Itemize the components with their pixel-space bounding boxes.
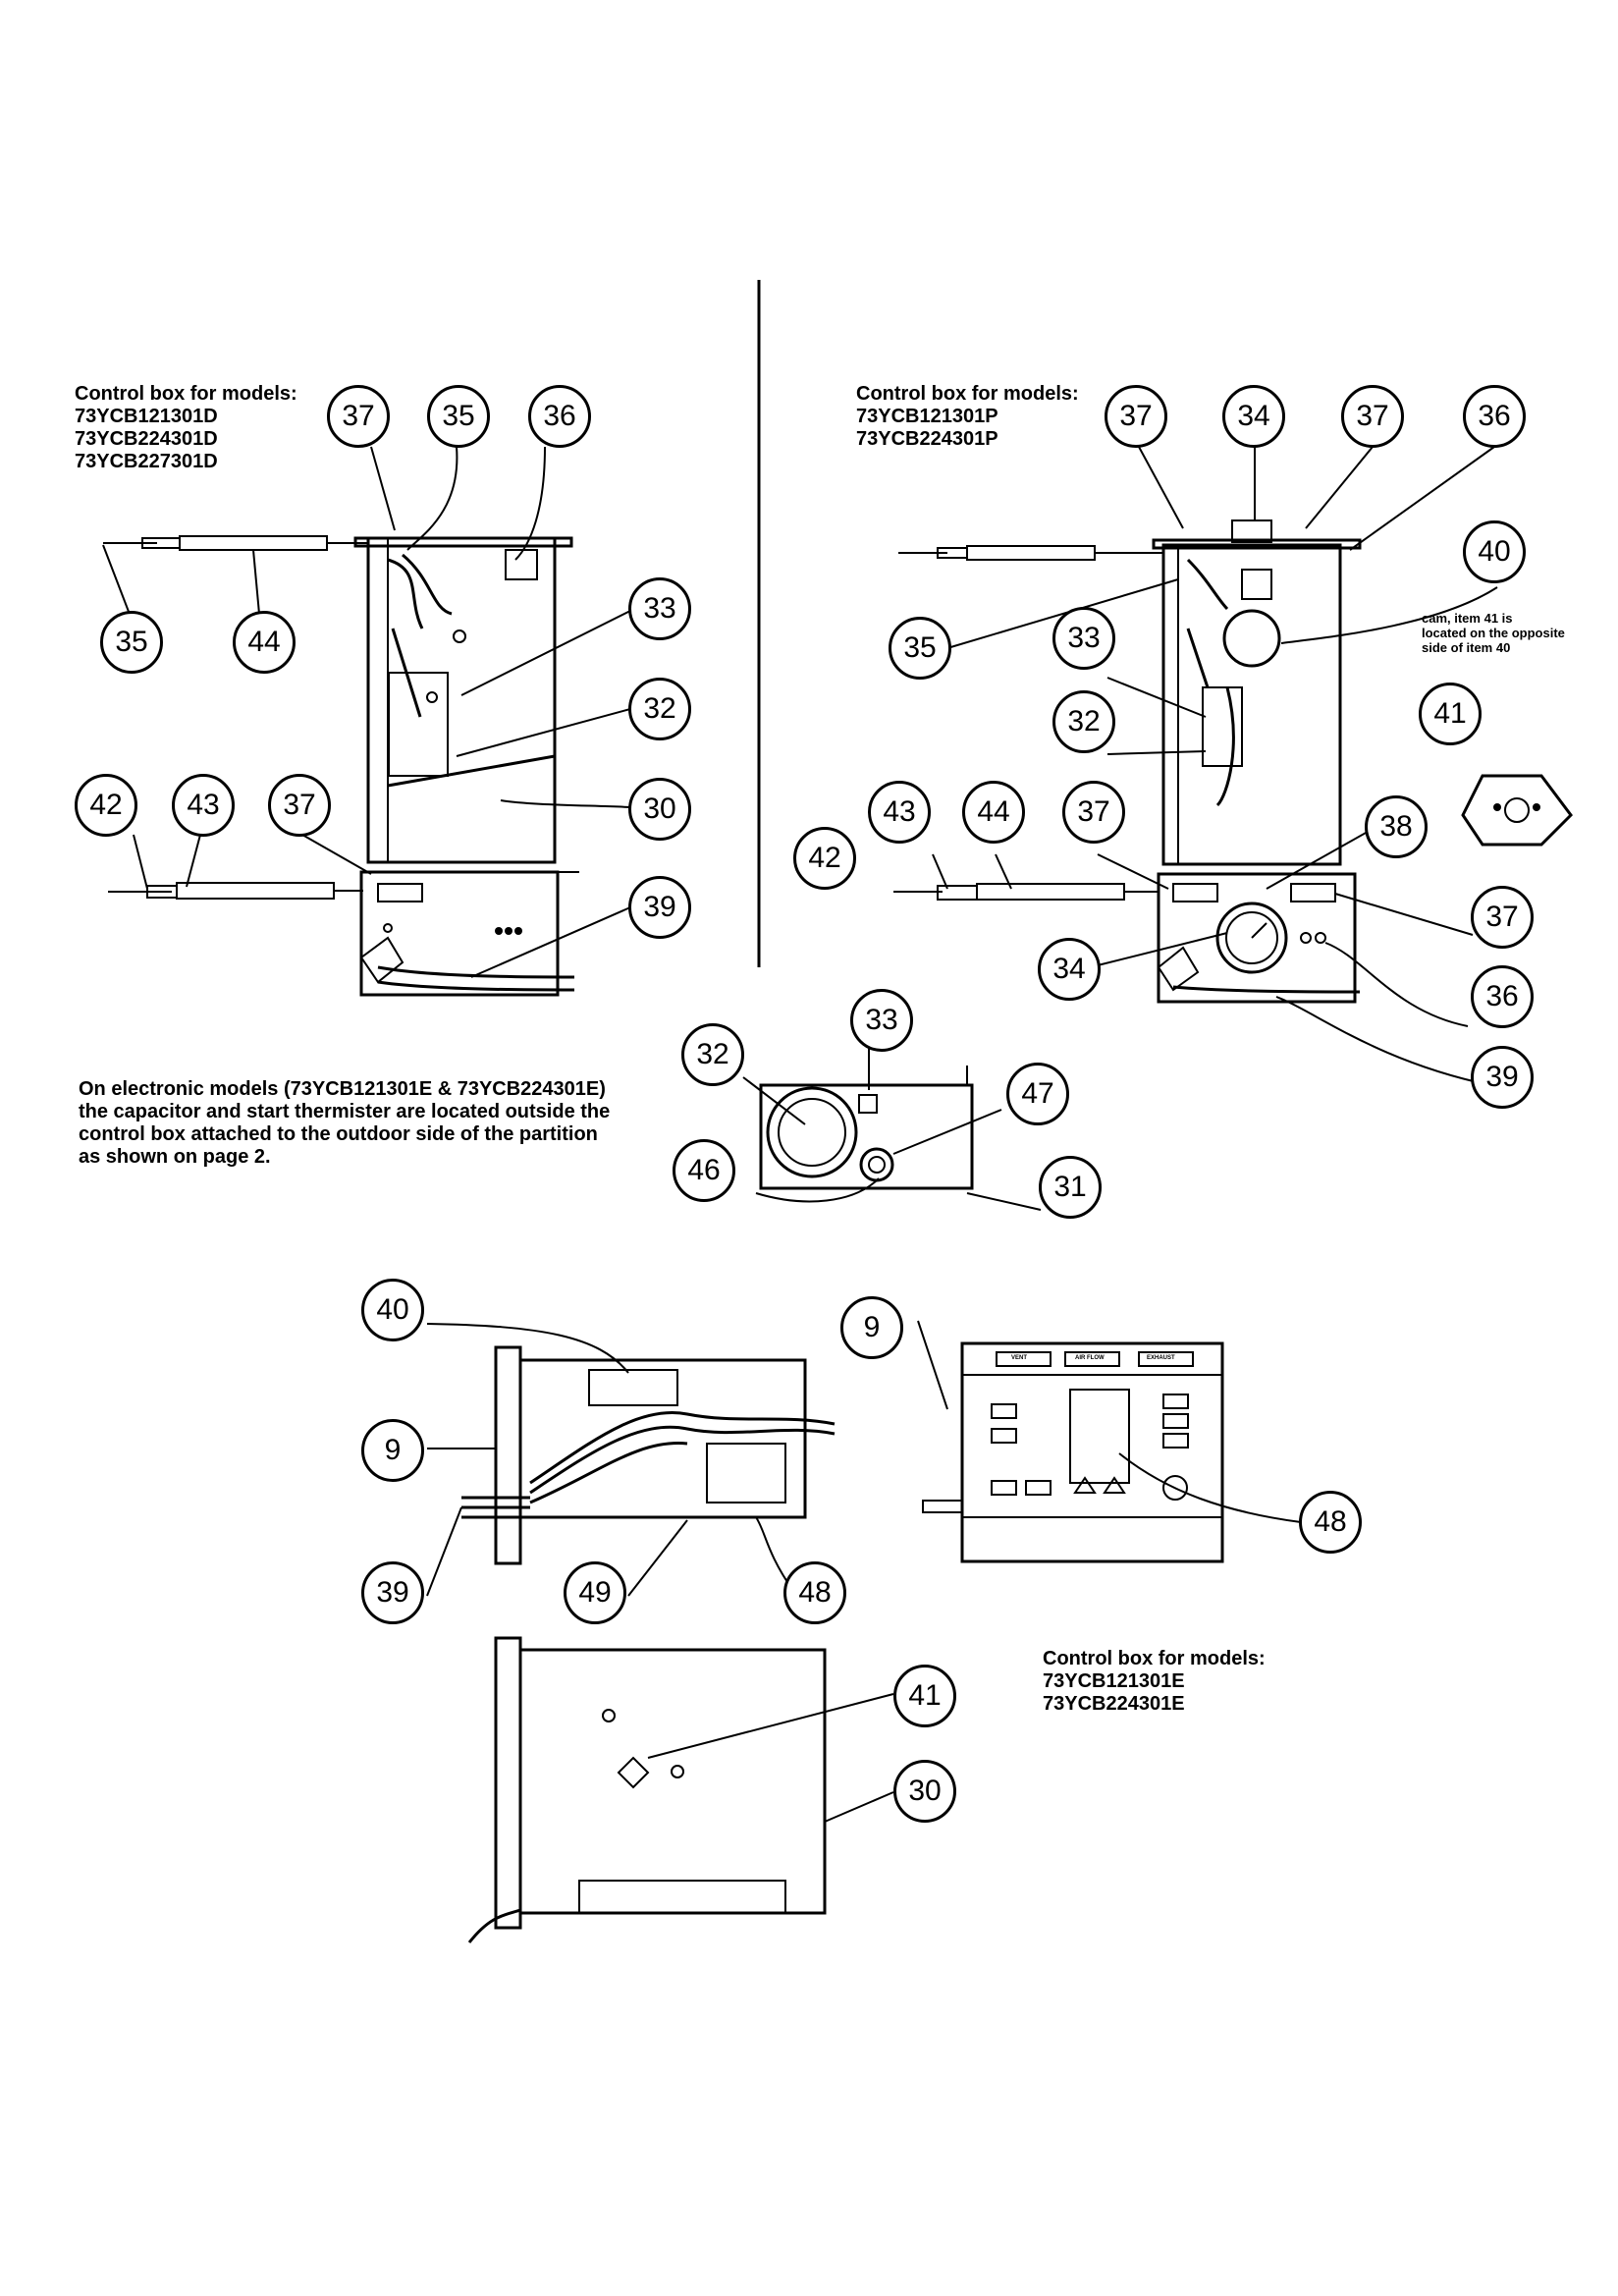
top-right-lower-box [893,872,1361,1004]
panel-label-air-flow: AIR FLOW [1075,1355,1105,1361]
callout-43: 43 [172,774,235,837]
caption-bottom-right-models: Control box for models: 73YCB121301E 73Y… [1043,1648,1266,1715]
callout-40: 40 [1463,520,1526,583]
callout-35: 35 [100,611,163,674]
callout-33: 33 [628,577,691,640]
callout-36: 36 [1471,965,1534,1028]
callout-40: 40 [361,1279,424,1341]
callout-37: 37 [327,385,390,448]
leader-lines [102,446,1498,1823]
caption-top-left-models: Control box for models: 73YCB121301D 73Y… [75,383,297,472]
callout-31: 31 [1039,1156,1102,1219]
callout-49: 49 [564,1561,626,1624]
callout-42: 42 [75,774,137,837]
control-panel-front [922,1341,1224,1563]
callout-47: 47 [1006,1063,1069,1125]
callout-43: 43 [868,781,931,844]
callout-35: 35 [427,385,490,448]
callout-39: 39 [1471,1046,1534,1109]
callout-33: 33 [850,989,913,1052]
callout-44: 44 [962,781,1025,844]
callout-36: 36 [528,385,591,448]
top-left-control-box [103,535,573,864]
panel-label-exhaust: EXHAUST [1147,1355,1175,1361]
top-left-lower-box [108,870,579,997]
caption-top-right-models: Control box for models: 73YCB121301P 73Y… [856,383,1079,450]
panel-label-vent: VENT [1011,1355,1028,1361]
callout-34: 34 [1222,385,1285,448]
callout-48: 48 [1299,1491,1362,1554]
caption-electronic-note: On electronic models (73YCB121301E & 73Y… [79,1078,611,1168]
top-right-control-box [898,519,1362,866]
callout-32: 32 [628,678,691,740]
callout-37: 37 [268,774,331,837]
callout-32: 32 [1052,690,1115,753]
callout-41: 41 [1419,683,1482,745]
callout-33: 33 [1052,607,1115,670]
callout-9: 9 [840,1296,903,1359]
callout-37: 37 [1471,886,1534,949]
cam-part [1461,774,1573,847]
callout-41: 41 [893,1665,956,1727]
control-box-side [467,1636,827,1943]
callout-36: 36 [1463,385,1526,448]
callout-42: 42 [793,827,856,890]
callout-46: 46 [673,1139,735,1202]
callout-37: 37 [1341,385,1404,448]
callout-32: 32 [681,1023,744,1086]
callout-38: 38 [1365,795,1428,858]
capacitor-assembly [759,1066,974,1190]
callout-30: 30 [628,778,691,841]
callout-35: 35 [889,617,951,680]
caption-cam-note: cam, item 41 is located on the opposite … [1422,611,1565,655]
callout-30: 30 [893,1760,956,1823]
callout-37: 37 [1062,781,1125,844]
callout-34: 34 [1038,938,1101,1001]
electronic-control-box [461,1345,836,1565]
callout-39: 39 [361,1561,424,1624]
callout-9: 9 [361,1419,424,1482]
callout-39: 39 [628,876,691,939]
callout-44: 44 [233,611,296,674]
callout-48: 48 [783,1561,846,1624]
callout-37: 37 [1105,385,1167,448]
